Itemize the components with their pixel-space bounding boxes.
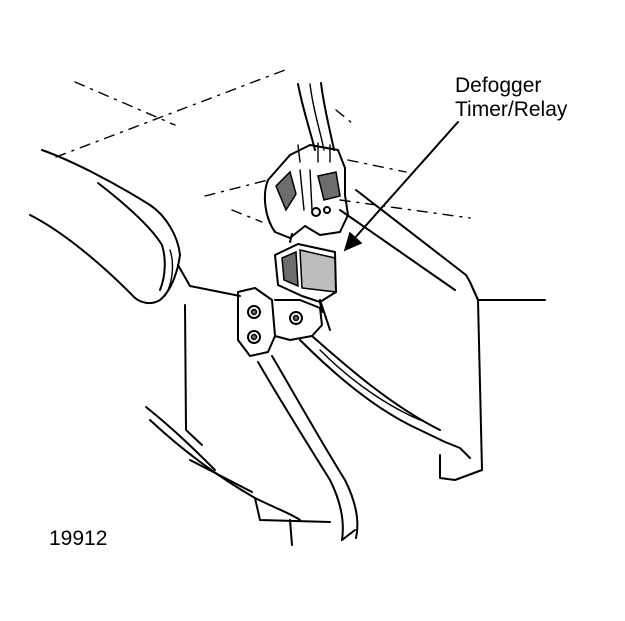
phantom-outline	[55, 69, 471, 223]
wire-harness-upper	[297, 82, 335, 151]
callout-arrow	[343, 121, 459, 252]
mounting-panel	[145, 304, 356, 546]
right-trim-panel	[319, 189, 546, 481]
mounting-bracket	[237, 287, 323, 357]
defogger-timer-relay	[274, 233, 337, 313]
figure-number: 19912	[49, 527, 108, 550]
left-duct	[29, 149, 241, 305]
callout-label: Defogger Timer/Relay	[455, 74, 567, 122]
upper-connector	[263, 142, 349, 239]
lower-harness	[257, 335, 441, 541]
callout-label-line1: Defogger	[455, 74, 542, 97]
callout-label-line2: Timer/Relay	[455, 98, 568, 121]
